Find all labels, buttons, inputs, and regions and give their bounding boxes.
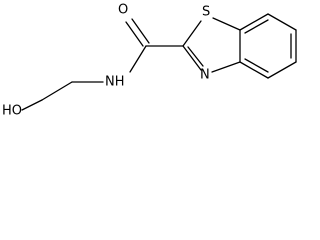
benzothiazole-carboxamide-structure: O S N NH HO (2, 3, 297, 119)
bond-carbonyl-double-b (131, 18, 150, 44)
bond-c7a-c7 (239, 13, 269, 31)
bond-c7-c6 (267, 13, 297, 31)
bond-c5-c4 (267, 61, 297, 79)
bond-ch2-ch2 (41, 81, 73, 101)
bond-benzene-inner-3 (244, 58, 269, 73)
bond-benzene-inner-1 (244, 19, 269, 34)
bond-c2-n (182, 45, 202, 71)
atom-label-hydroxyl: HO (2, 104, 22, 119)
bond-s-c7a (212, 17, 241, 31)
bond-c4-c3a (239, 61, 269, 79)
bond-c2-n-inner (187, 46, 204, 67)
atom-label-oxygen-carbonyl: O (118, 3, 128, 18)
bond-o-ch2 (21, 99, 43, 111)
atom-label-sulfur: S (202, 5, 210, 20)
bond-carbonyl-double-a (125, 21, 144, 47)
atom-label-nitrogen-ring: N (200, 68, 210, 83)
bond-n-c3a (211, 61, 241, 73)
bond-nh-carbonyl (129, 45, 147, 73)
atom-label-nitrogen-amide: NH (105, 75, 125, 90)
bond-c2-s (182, 20, 202, 47)
